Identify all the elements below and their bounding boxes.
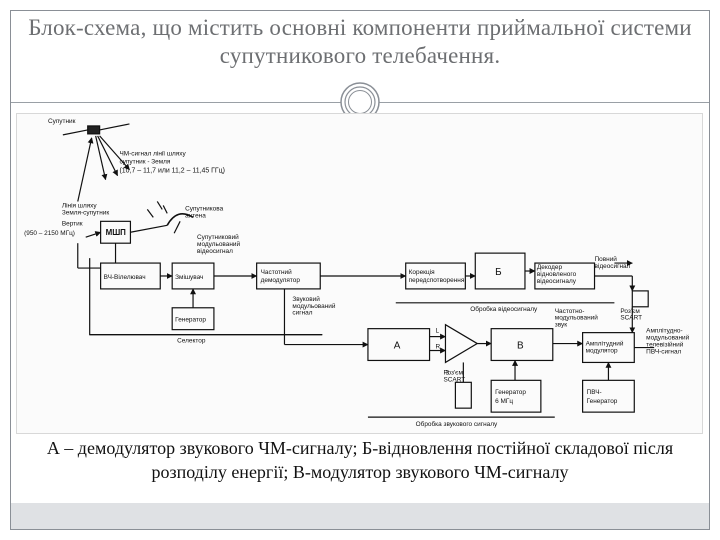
mshp-label: МШП bbox=[106, 228, 127, 237]
satellite-tv-block-diagram: Супутник ЧМ-сигнал лінії шляху супутник … bbox=[16, 113, 703, 434]
number-3-label: 3 bbox=[445, 369, 449, 376]
scart-top-label-2: SCART bbox=[620, 315, 642, 322]
generator-6mhz-block bbox=[490, 379, 542, 413]
slide-frame bbox=[10, 10, 710, 530]
sound-processing-label: Обробка звукового сигналу bbox=[416, 420, 498, 428]
amp-mod-signal-3: телевізійний bbox=[646, 341, 684, 349]
uplink-label-1: Лінія шляху bbox=[62, 201, 98, 209]
mixer-label: Змішувач bbox=[175, 273, 203, 281]
decoder-label-2: відновленого bbox=[537, 270, 577, 278]
amp-mod-signal-4: ПВЧ-сигнал bbox=[646, 348, 681, 355]
satellite-icon bbox=[62, 123, 130, 136]
sound-carrier-label-3: звук bbox=[555, 322, 567, 329]
generator-label: Генератор bbox=[175, 317, 206, 324]
amp-mod-label-2: модулятор bbox=[586, 348, 618, 355]
block-a bbox=[367, 328, 431, 362]
amp-mod-signal-2: модульований bbox=[646, 334, 689, 342]
fm-signal-label-2: супутник - Земля bbox=[120, 159, 171, 166]
tuner-label: Селектор bbox=[177, 338, 206, 345]
uhf-label-2: Генератор bbox=[587, 398, 618, 405]
slide-title: Блок-схема, що містить основні компонент… bbox=[28, 15, 692, 68]
satellite-label: Супутник bbox=[48, 118, 76, 125]
diagram-caption: А – демодулятор звукового ЧМ-сигналу; Б-… bbox=[46, 438, 674, 482]
sound-mod-signal-1: Звуковий bbox=[292, 295, 320, 303]
scart-connector-top bbox=[631, 290, 649, 308]
antenna-label-2: антена bbox=[185, 212, 206, 219]
amp-mod-signal-1: Амплітудно- bbox=[646, 327, 682, 335]
scart-connector-bottom bbox=[454, 381, 472, 409]
fm-signal-label-1: ЧМ-сигнал лінії шляху bbox=[120, 150, 187, 158]
scart-bottom-label-1: Роз'єм bbox=[443, 369, 462, 376]
full-video-label-1: Повний bbox=[595, 255, 618, 263]
freq-demod-label-2: демодулятор bbox=[261, 277, 301, 284]
sound-mod-signal-3: сигнал bbox=[292, 310, 312, 317]
summing-amplifier bbox=[444, 323, 479, 364]
band-downlink-label: (10,7 – 11,7 или 11,2 – 11,45 ГГц) bbox=[120, 168, 225, 175]
if-band-label: (950 – 2150 МГц) bbox=[24, 230, 75, 237]
predistortion-label-1: Корекція bbox=[409, 268, 435, 276]
decoder-label-3: відеосигналу bbox=[537, 277, 577, 285]
sound-carrier-label-2: модульований bbox=[555, 314, 598, 322]
generator-6mhz-label-2: 6 МГц bbox=[495, 398, 513, 405]
sound-mod-signal-2: модульований bbox=[292, 302, 335, 310]
block-a-label: А bbox=[394, 341, 401, 352]
satellite-dish-icon bbox=[146, 201, 194, 234]
sat-mod-signal-2: модульований bbox=[197, 240, 240, 248]
full-video-label-2: відеосигнал bbox=[595, 262, 631, 270]
channel-l-label: L bbox=[436, 328, 440, 335]
uhf-label-1: ПВЧ- bbox=[587, 389, 602, 396]
freq-demod-label-1: Частотний bbox=[261, 268, 293, 276]
footer-band bbox=[11, 503, 709, 529]
video-processing-label: Обробка відеосигналу bbox=[470, 305, 538, 313]
antenna-label-1: Супутникова bbox=[185, 205, 223, 212]
if-label: Вертик bbox=[62, 220, 83, 227]
amp-mod-label-1: Амплітудний bbox=[586, 340, 624, 348]
scart-bottom-label-2: SCART bbox=[443, 376, 465, 383]
channel-r-label: R bbox=[436, 344, 441, 351]
block-v-label: В bbox=[517, 341, 524, 352]
block-b-label: Б bbox=[495, 267, 502, 278]
sat-mod-signal-1: Супутниковий bbox=[197, 233, 239, 241]
block-v bbox=[490, 328, 554, 362]
generator-6mhz-label-1: Генератор bbox=[495, 389, 526, 396]
predistortion-label-2: передспотворення bbox=[409, 277, 465, 284]
sound-carrier-label-1: Частотно- bbox=[555, 308, 585, 315]
sat-mod-signal-3: відеосигнал bbox=[197, 247, 233, 255]
uplink-label-2: Земля-супутник bbox=[62, 209, 110, 216]
decoder-label-1: Декодер bbox=[537, 264, 563, 271]
hf-splitter-label: ВЧ-Вілелювач bbox=[104, 273, 146, 281]
scart-top-label-1: Роз'єм bbox=[620, 308, 639, 315]
